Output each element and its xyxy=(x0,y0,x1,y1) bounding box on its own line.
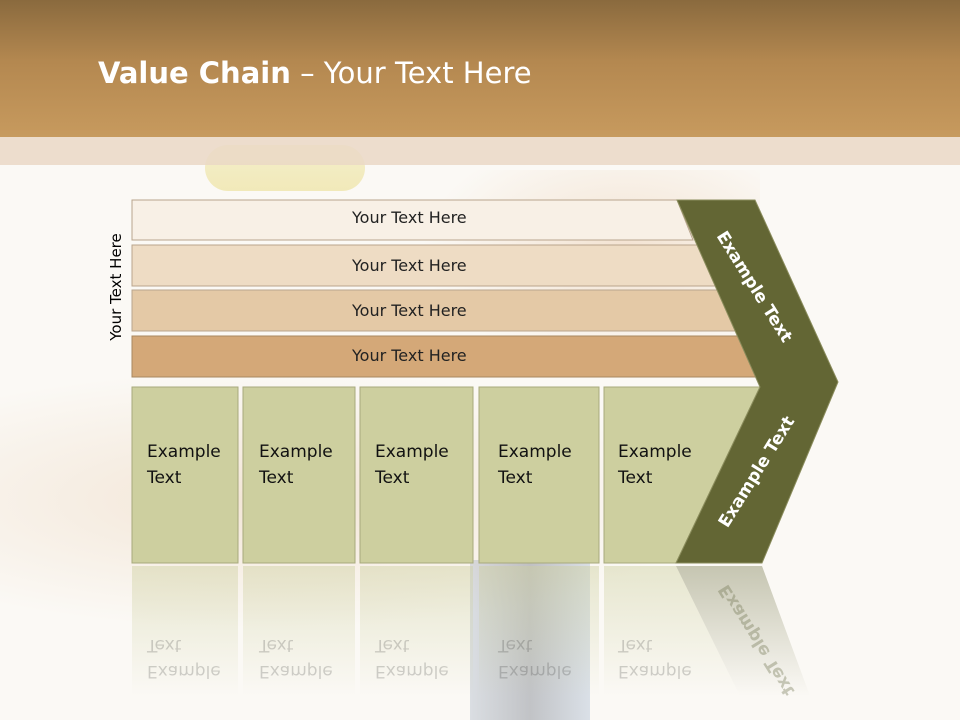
box-line2: Text xyxy=(375,635,410,655)
reflection-box-4 xyxy=(479,566,599,696)
box-line2: Text xyxy=(375,468,410,488)
box-reflection-text-2: Example Text xyxy=(259,632,333,684)
activity-box-4 xyxy=(478,386,600,564)
activity-box-2 xyxy=(242,386,356,564)
slide-title: Value Chain – Your Text Here xyxy=(98,56,532,90)
box-line1: Example xyxy=(375,661,449,681)
box-line2: Text xyxy=(498,468,533,488)
box-line2: Text xyxy=(147,635,182,655)
box-line1: Example xyxy=(147,442,221,462)
row-label-4: Your Text Here xyxy=(352,346,467,365)
row-label-3: Your Text Here xyxy=(352,301,467,320)
reflection-box-5 xyxy=(604,566,740,696)
box-reflection-text-4: Example Text xyxy=(498,632,572,684)
box-line2: Text xyxy=(259,635,294,655)
box-line2: Text xyxy=(147,468,182,488)
row-label-1: Your Text Here xyxy=(352,208,467,227)
box-line2: Text xyxy=(618,635,653,655)
box-line1: Example xyxy=(259,661,333,681)
box-line2: Text xyxy=(259,468,294,488)
box-line1: Example xyxy=(498,661,572,681)
activity-box-1 xyxy=(131,386,239,564)
header-strip xyxy=(0,137,960,165)
box-line2: Text xyxy=(498,635,533,655)
box-line1: Example xyxy=(618,661,692,681)
side-label: Your Text Here xyxy=(107,233,125,341)
box-line1: Example xyxy=(259,442,333,462)
box-reflection-text-3: Example Text xyxy=(375,632,449,684)
box-reflection-text-1: Example Text xyxy=(147,632,221,684)
header-band xyxy=(0,0,960,137)
title-bold: Value Chain xyxy=(98,56,291,90)
chevron-arrow xyxy=(675,199,839,564)
activity-box-3 xyxy=(359,386,474,564)
reflection-box-3 xyxy=(360,566,473,696)
title-rest: – Your Text Here xyxy=(290,56,532,90)
reflection-box-1 xyxy=(132,566,238,696)
row-bar-1 xyxy=(131,199,694,241)
reflection-chevron xyxy=(676,566,810,696)
row-label-2: Your Text Here xyxy=(352,256,467,275)
box-line1: Example xyxy=(498,442,572,462)
reflection-box-2 xyxy=(243,566,355,696)
box-reflection-text-5: Example Text xyxy=(618,632,692,684)
box-line1: Example xyxy=(375,442,449,462)
box-line1: Example xyxy=(147,661,221,681)
box-line1: Example xyxy=(618,442,692,462)
box-line2: Text xyxy=(618,468,653,488)
